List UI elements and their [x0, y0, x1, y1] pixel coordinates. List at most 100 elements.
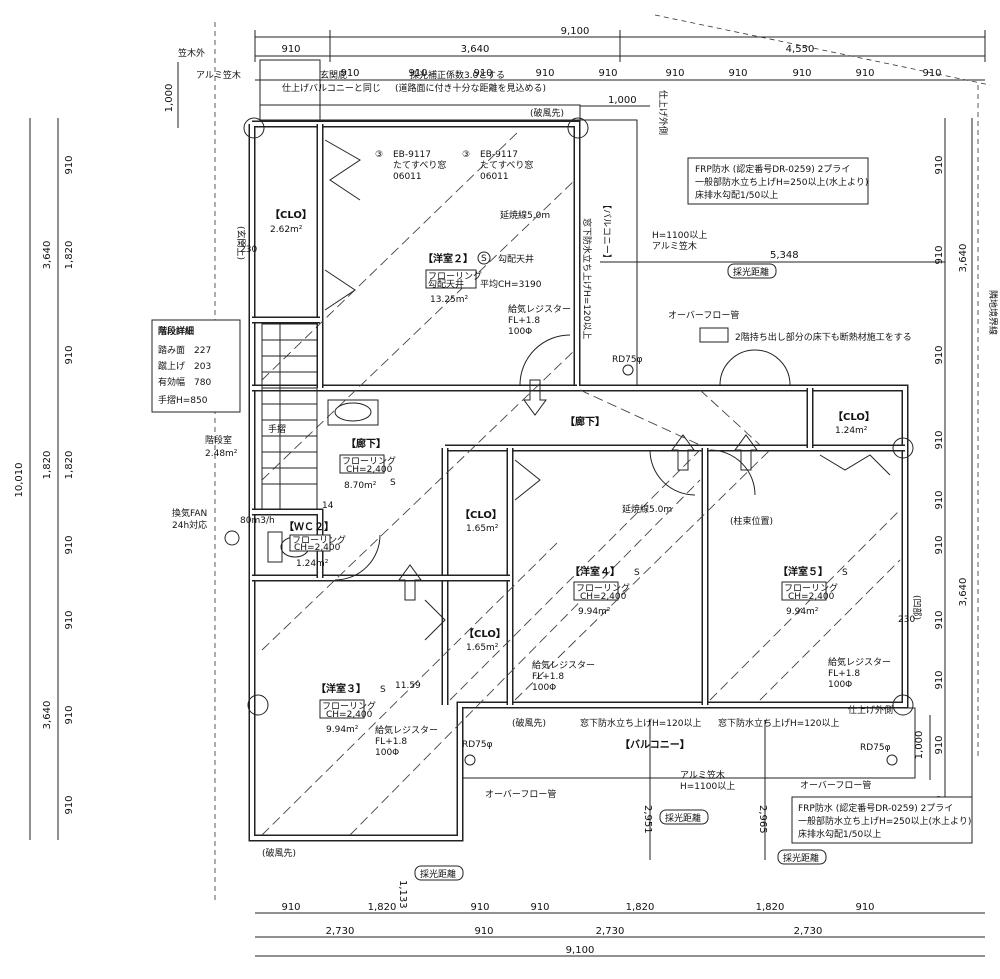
floor-spec-box [339, 454, 385, 474]
dim-bottom-row1-3: 910 [530, 902, 549, 913]
room5-flooring: フローリング [784, 582, 838, 594]
room-yoshitsu4: 【洋室４】 [570, 565, 620, 578]
daylight-dist-badge [777, 849, 827, 865]
dim-top-row1-1: 3,640 [461, 44, 490, 55]
note-entrance-eave-1: 玄関庇 [320, 69, 347, 81]
folding-door [819, 454, 891, 476]
dim-bottom-row2-3: 2,730 [794, 926, 823, 937]
frp-note-3-bottom: 床排水勾配1/50以上 [798, 828, 881, 840]
supply-reg-label-4: 給気レジスター [532, 659, 595, 671]
window-a-num: 06011 [393, 172, 422, 182]
frp-note-2-top: 一般部防水立ち上げH=250以上(水上より) [695, 176, 868, 188]
step-count-14: 14 [322, 501, 334, 511]
dim-left-inner-5: 910 [64, 610, 75, 629]
breakwind-mid: (破風先) [512, 717, 546, 729]
supply-reg-label-3: 給気レジスター [375, 724, 438, 736]
window-a-code: EB-9117 [393, 150, 431, 160]
supply-fl-3: FL+1.8 [375, 737, 407, 747]
floor-spec-box [425, 269, 477, 289]
rd75-top: RD75φ [612, 355, 643, 365]
supply-reg-label-5: 給気レジスター [828, 656, 891, 668]
handrail-note-1-bottom: アルミ笠木 [680, 769, 725, 781]
supply-phi-2: 100Φ [508, 327, 532, 337]
stair-hall-label: 階段室 [205, 434, 232, 446]
room4-ch: CH=2,400 [580, 592, 627, 602]
dim-right-inner-5: 910 [934, 535, 945, 554]
supply-fl-4: FL+1.8 [532, 672, 564, 682]
note-breakwind-top: (破風先) [530, 107, 564, 119]
room2-slope-sub: 勾配天井 [428, 278, 464, 290]
column-mark [892, 694, 914, 716]
dim-bottom-row1-0: 910 [281, 902, 300, 913]
rouka1-flooring: フローリング [342, 455, 396, 467]
stair-detail-title: 階段詳細 [158, 325, 194, 337]
toilet-tank [267, 531, 283, 563]
dim-left-inner-4: 910 [64, 535, 75, 554]
room2-slope-ceiling: 勾配天井 [498, 253, 534, 265]
fire-line-label-mid: 延焼線5.0m [622, 503, 672, 515]
handrail-note-2-bottom: H=1100以上 [680, 781, 735, 792]
dim-right-inner-3: 910 [934, 430, 945, 449]
window-waterproof-a: 窓下防水立ち上げH=120以上 [580, 717, 702, 729]
daylight-dist-badge [414, 865, 464, 881]
dim-left-inner-0: 910 [64, 155, 75, 174]
dim-bottom-row2-2: 2,730 [596, 926, 625, 937]
room2-ceiling-h: 平均CH=3190 [480, 278, 542, 290]
room-clo1: 【CLO】 [270, 208, 312, 221]
vent-fan-label: 換気FAN [172, 507, 207, 519]
floor-spec-box [319, 699, 365, 719]
dim-setback-b1: 1,133 [397, 880, 408, 909]
dim-right-inner-7: 910 [934, 670, 945, 689]
room-yoshitsu5-area: 9.94m² [786, 607, 819, 617]
overflow-label-right: オーバーフロー管 [800, 779, 871, 791]
dim-top-total: 9,100 [561, 26, 590, 37]
room-clo4-area: 1.65m² [466, 643, 499, 653]
insulation-mark [699, 327, 729, 343]
window-waterproof-b: 窓下防水立ち上げH=120以上 [718, 717, 840, 729]
frp-note-box-top [687, 157, 869, 205]
window-b-code: EB-9117 [480, 150, 518, 160]
rd75-right: RD75φ [860, 743, 891, 753]
daylight-dist-b3: 採光距離 [783, 852, 819, 864]
balcony-label-top: 【バルコニー】 [601, 200, 612, 263]
frp-note-2-bottom: 一般部防水立ち上げH=250以上(水上より) [798, 815, 971, 827]
wc2-flooring: フローリング [292, 534, 346, 546]
dim-setback-right: 5,348 [770, 250, 799, 261]
daylight-dist-badge [659, 809, 709, 825]
dim-top-row2-7: 910 [792, 68, 811, 79]
vent-rate: 80m3/h [240, 516, 275, 526]
door-swing [519, 334, 571, 386]
door-swing [754, 349, 791, 386]
room3-ch: CH=2,400 [326, 710, 373, 720]
breakwind-bottom: (破風先) [262, 847, 296, 859]
column-mark [243, 117, 265, 139]
overflow-label-top: オーバーフロー管 [668, 309, 739, 321]
s-mark-3: S [380, 685, 386, 695]
dim-top-row2-0: 910 [340, 68, 359, 79]
s-mark-5: S [842, 568, 848, 578]
dim-bottom-row1-4: 1,820 [626, 902, 655, 913]
supply-phi-4: 100Φ [532, 683, 556, 693]
window-b-circle: ③ [462, 150, 470, 160]
room-yoshitsu3-area: 9.94m² [326, 725, 359, 735]
room-wc2: 【ＷＣ２】 [284, 520, 334, 533]
arrow-up-icon [671, 434, 695, 471]
window-waterproof-top: 窓下防水立ち上げH=120以上 [581, 218, 593, 340]
dim-left-inner-7: 910 [64, 795, 75, 814]
daylight-dist-b2: 採光距離 [665, 812, 701, 824]
recess-mark: (凹部) [911, 595, 923, 620]
dim-left-inner-2: 910 [64, 345, 75, 364]
vent-fan-icon [224, 530, 240, 546]
room3-flooring: フローリング [322, 700, 376, 712]
dim-right-inner-8: 910 [934, 735, 945, 754]
room-clo1-area: 2.62m² [270, 225, 303, 235]
daylight-dist-badge [727, 263, 777, 279]
staircase [261, 323, 318, 510]
dim-right-bottom-v: 1,000 [914, 731, 925, 760]
stair-handrail-label: 手摺 [268, 423, 286, 435]
stair-riser: 蹴上げ 203 [158, 360, 211, 372]
supply-phi-3: 100Φ [375, 748, 399, 758]
folding-door [324, 139, 361, 201]
stair-handrail: 手摺H=850 [158, 394, 208, 406]
dim-right-inner-0: 910 [934, 155, 945, 174]
